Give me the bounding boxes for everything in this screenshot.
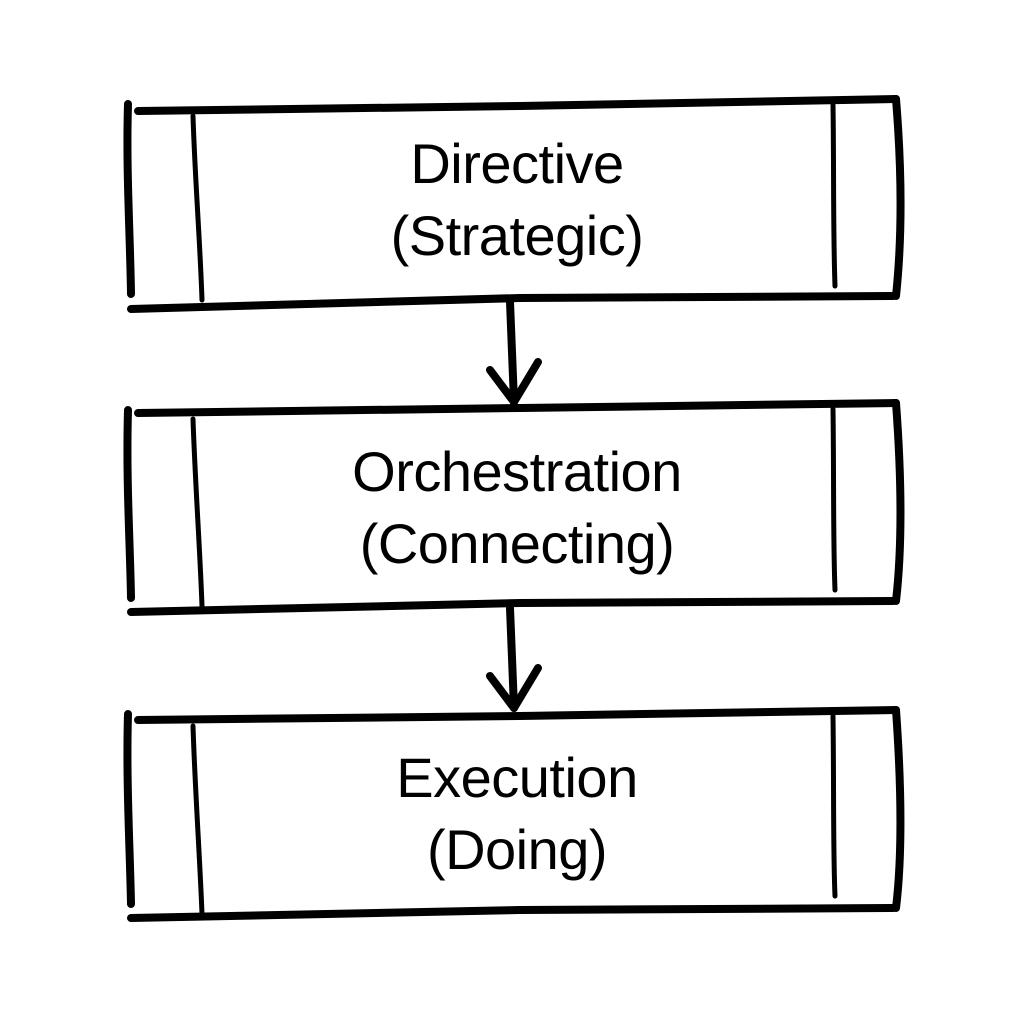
node-execution-title: Execution <box>396 746 638 809</box>
node-orchestration-title: Orchestration <box>352 440 682 503</box>
node-orchestration-subtitle: (Connecting) <box>359 512 675 575</box>
node-orchestration: Orchestration (Connecting) <box>200 436 834 580</box>
node-directive-title: Directive <box>410 132 624 195</box>
node-directive: Directive (Strategic) <box>200 128 834 272</box>
arrow-directive-to-orchestration <box>486 298 542 406</box>
arrow-orchestration-to-execution <box>486 604 542 712</box>
node-execution: Execution (Doing) <box>200 742 834 886</box>
node-directive-box <box>123 95 905 313</box>
node-execution-box <box>123 706 905 922</box>
node-orchestration-box <box>123 399 905 616</box>
node-execution-subtitle: (Doing) <box>426 818 608 881</box>
node-directive-subtitle: (Strategic) <box>390 204 644 267</box>
